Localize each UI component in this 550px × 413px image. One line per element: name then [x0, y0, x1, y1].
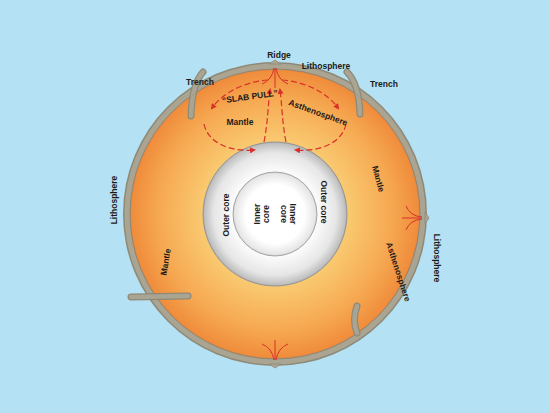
- structure-label: Trench: [186, 78, 214, 87]
- layer-name: Inner core: [253, 200, 271, 228]
- structure-label: Trench: [370, 80, 398, 89]
- node-outline: [130, 69, 420, 359]
- outer-core-band: Outer core Outer core Inner core Inner core: [203, 142, 347, 286]
- node-outline: [233, 172, 317, 256]
- mantle-band: MantleMantleMantleOuter coreOuter coreIn…: [130, 69, 420, 359]
- structure-label: Lithosphere: [110, 176, 119, 225]
- structure-label: Ridge: [267, 51, 291, 60]
- layer-name: Mantle: [227, 118, 254, 127]
- layer-name: Outer core: [222, 194, 231, 237]
- inner-core-circle: Inner core Inner core: [233, 172, 317, 256]
- layer-name: Mantle: [370, 165, 386, 193]
- layer-name: Mantle: [159, 248, 172, 276]
- layer-name: Inner core: [279, 200, 297, 228]
- structure-label: Lithosphere: [302, 62, 351, 71]
- layer-name: Outer core: [320, 181, 329, 224]
- structure-label: Lithosphere: [433, 234, 442, 283]
